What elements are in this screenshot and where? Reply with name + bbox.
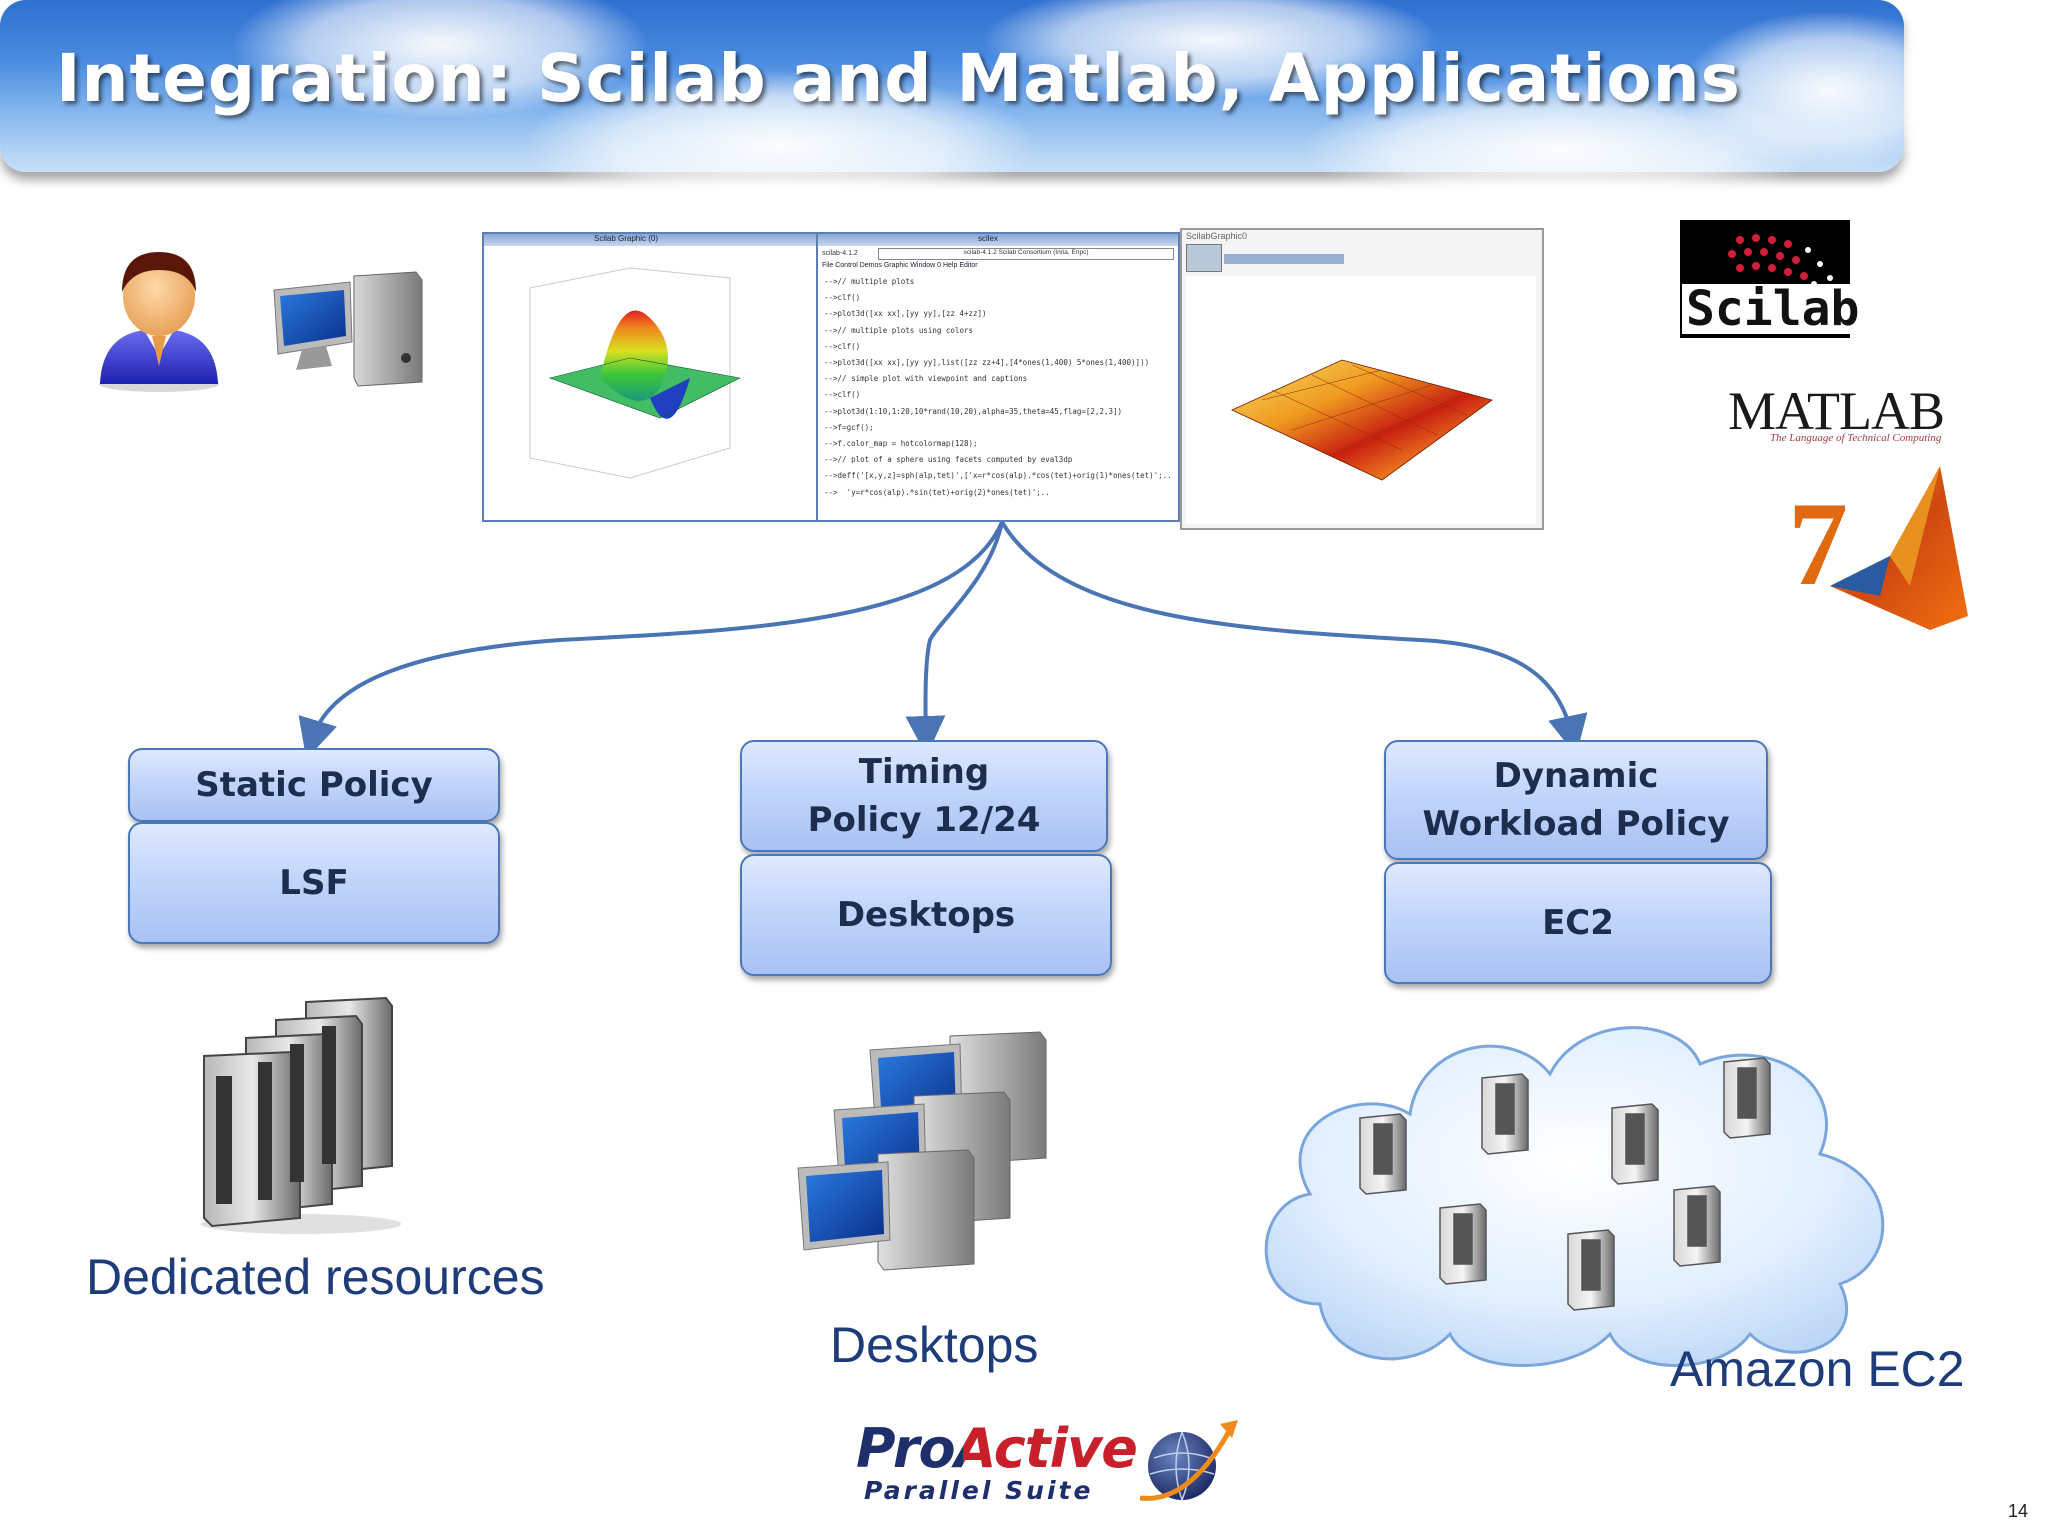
title-banner: Integration: Scilab and Matlab, Applicat…: [0, 0, 1980, 220]
desktops-group-icon: [797, 1031, 1047, 1271]
lsf-label: LSF: [279, 863, 349, 903]
page-number: 14: [2007, 1501, 2028, 1521]
console-line: -->// plot of a sphere using facets comp…: [824, 455, 1073, 465]
console-banner: scilab-4.1.2 Scilab Consortium (Inria, E…: [878, 248, 1174, 260]
console-line: -->plot3d([xx xx],[yy yy],list([zz zz+4]…: [824, 358, 1150, 367]
scilab-logo: Scilab: [1680, 220, 1864, 338]
matlab-tagline: The Language of Technical Computing: [1770, 432, 1942, 444]
console-line: -->plot3d([xx xx],[yy yy],[zz 4+zz]): [824, 309, 987, 319]
proactive-globe-icon: [1140, 1420, 1238, 1501]
graphic-window-title: Scilab Graphic (0): [594, 234, 659, 243]
arrow-to-dynamic-policy: [1000, 520, 1588, 756]
desktops-caption: Desktops: [830, 1317, 1039, 1373]
scilab-logo-text: Scilab: [1682, 284, 1864, 334]
matlab-membrane-icon: [1830, 466, 1968, 630]
lsf-box: LSF: [128, 822, 500, 944]
server-rack-icon: [201, 996, 401, 1234]
scilab-graphic-window: Scilab Graphic (0): [482, 232, 820, 522]
graphic2-title: ScilabGraphic0: [1186, 231, 1248, 241]
amazon-ec2-caption: Amazon EC2: [1670, 1341, 1965, 1397]
console-line: --> 'y=r*cos(alp).*sin(tet)+orig(2)*ones…: [824, 487, 1050, 497]
console-window-title: scilex: [978, 234, 999, 243]
console-line: -->clf(): [824, 390, 861, 400]
console-header: scilab-4.1.2: [822, 250, 858, 257]
dynamic-workload-policy-box: Dynamic Workload Policy: [1384, 740, 1768, 860]
timing-policy-label: Timing Policy 12/24: [807, 752, 1041, 840]
desktops-box: Desktops: [740, 854, 1112, 976]
cloud-servers-icon: [1264, 1026, 1885, 1367]
console-line: -->// simple plot with viewpoint and cap…: [824, 374, 1028, 384]
arrow-to-static-policy: [298, 521, 1004, 760]
user-icon: [99, 252, 219, 392]
console-line: -->deff('[x,y,z]=sph(alp,tet)',['x=r*cos…: [824, 471, 1172, 481]
console-line: -->clf(): [824, 293, 861, 303]
static-policy-label: Static Policy: [195, 765, 433, 805]
console-line: -->clf(): [824, 341, 861, 351]
proactive-subtitle: Parallel Suite: [864, 1476, 1094, 1505]
console-line: -->f.color_map = hotcolormap(128);: [824, 439, 978, 448]
dynamic-workload-policy-label: Dynamic Workload Policy: [1422, 756, 1730, 844]
timing-policy-box: Timing Policy 12/24: [740, 740, 1108, 852]
static-policy-box: Static Policy: [128, 748, 500, 822]
scilab-graphic-window-2: ScilabGraphic0: [1180, 228, 1544, 530]
desktops-label: Desktops: [836, 895, 1016, 935]
scilab-console-window: scilex scilab-4.1.2 scilab-4.1.2 Scilab …: [816, 232, 1180, 522]
console-line: -->plot3d(1:10,1:20,10*rand(10,20),alpha…: [824, 406, 1123, 416]
arrow-to-timing-policy: [905, 521, 1004, 756]
computer-icon: [273, 271, 423, 387]
proactive-name: ProActive: [856, 1417, 1138, 1480]
console-line: -->// multiple plots using colors: [824, 325, 974, 335]
dedicated-resources-caption: Dedicated resources: [86, 1249, 545, 1305]
page-title: Integration: Scilab and Matlab, Applicat…: [56, 40, 1741, 117]
console-line: -->f=gcf();: [824, 422, 874, 432]
proactive-logo-text: ProActive: [856, 1417, 1138, 1480]
surface-plot-hot: [1231, 359, 1493, 481]
console-line: -->// multiple plots: [824, 277, 915, 286]
ec2-box: EC2: [1384, 862, 1772, 984]
console-menu: File Control Demos Graphic Window 0 Help…: [822, 262, 978, 269]
surface-plot-3d: [529, 267, 741, 479]
ec2-label: EC2: [1542, 903, 1614, 943]
matlab-logo-text: MATLAB: [1728, 381, 1945, 441]
